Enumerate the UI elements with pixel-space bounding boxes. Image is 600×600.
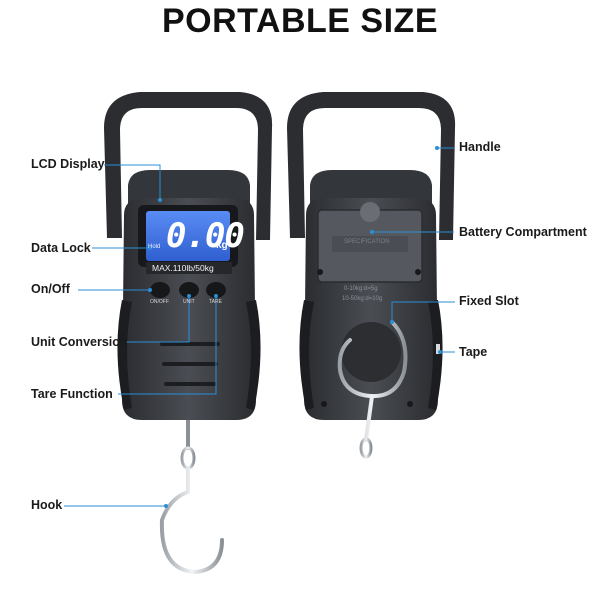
hold-indicator: Hold (148, 244, 161, 250)
label-fixed-slot: Fixed Slot (459, 294, 519, 308)
tare-button (206, 282, 226, 298)
label-lcd-display: LCD Display (31, 157, 105, 171)
on-off-button (150, 282, 170, 298)
back-scale (287, 92, 456, 459)
max-capacity-label: MAX.110lb/50kg (152, 263, 214, 273)
label-tare-function: Tare Function (31, 387, 113, 401)
lcd-screen (146, 211, 230, 261)
back-spec-range-2: 10-50kg:d=10g (342, 296, 383, 302)
back-handle (287, 92, 456, 240)
front-scale (104, 92, 273, 575)
on-off-button-label: ON/OFF (150, 299, 169, 305)
label-tape: Tape (459, 345, 488, 359)
label-on-off: On/Off (31, 282, 70, 296)
label-battery-compartment: Battery Compartment (459, 225, 587, 239)
tare-button-label: TARE (209, 299, 222, 305)
callout-lines (64, 147, 455, 507)
page-title: PORTABLE SIZE (162, 2, 438, 40)
label-handle: Handle (459, 140, 501, 154)
tape-pull (436, 344, 440, 354)
label-data-lock: Data Lock (31, 241, 91, 255)
unit-button (179, 282, 199, 298)
lcd-unit: kg (216, 240, 228, 251)
lcd-reading: 0.00 (166, 216, 245, 256)
front-hook (159, 466, 224, 575)
front-handle (104, 92, 273, 240)
label-unit-conversion: Unit Conversion (31, 335, 128, 349)
label-hook: Hook (31, 498, 63, 512)
back-spec-range-1: 0-10kg:d=5g (344, 286, 378, 292)
unit-button-label: UNIT (183, 299, 195, 305)
back-round-plate (341, 322, 401, 382)
back-spec-title: SPECIFICATION (344, 239, 390, 245)
back-hook (337, 320, 408, 442)
